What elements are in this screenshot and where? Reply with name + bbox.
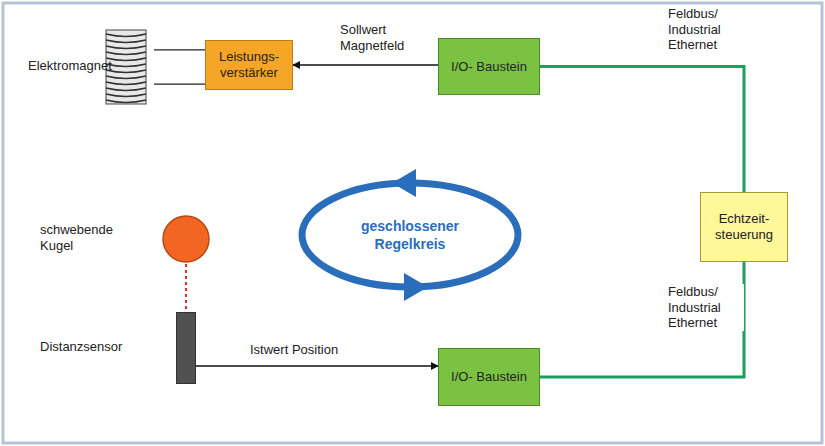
coil-winding — [106, 64, 146, 67]
connector — [540, 67, 744, 193]
signal-label: Istwert Position — [248, 342, 372, 358]
coil-winding — [106, 52, 146, 55]
coil-winding — [106, 88, 146, 91]
distance-sensor: Distanzsensor — [40, 312, 200, 384]
ball-circle — [163, 216, 209, 262]
box-label: I/O- Baustein — [444, 369, 534, 385]
coil-winding — [106, 76, 146, 79]
connector-line — [196, 365, 438, 366]
sensor-shape — [176, 312, 196, 384]
amplifier-box: Leistungs- verstärker — [205, 40, 293, 90]
box-label: Leistungs- verstärker — [211, 49, 287, 80]
coil-winding — [106, 34, 146, 37]
floating-ball: schwebende Kugel — [40, 212, 215, 266]
loop-arrowhead — [404, 273, 428, 301]
box-label: Echtzeit- steuerung — [706, 211, 782, 242]
coil-winding — [106, 40, 146, 43]
connector — [186, 264, 187, 312]
coil-symbol — [102, 28, 154, 106]
connector-line — [154, 49, 205, 50]
loop-label: geschlossener Regelkreis — [340, 218, 480, 253]
ball-shape — [161, 214, 211, 264]
coil-shape — [102, 28, 154, 106]
coil-winding — [106, 94, 146, 97]
coil-core — [106, 30, 146, 104]
loop-arrowhead — [392, 169, 416, 197]
connector-line — [540, 262, 744, 377]
sensor-symbol — [176, 312, 196, 384]
part-label: Elektromagnet — [28, 58, 98, 74]
loop-ellipse — [302, 183, 518, 287]
connector-line — [540, 67, 744, 193]
part-label: Distanzsensor — [40, 339, 140, 355]
controller-box: Echtzeit- steuerung — [700, 192, 788, 262]
coil-winding — [106, 100, 146, 103]
box-label: I/O- Baustein — [444, 59, 534, 75]
electromagnet: Elektromagnet — [28, 28, 155, 106]
coil-winding — [106, 82, 146, 85]
coil-winding — [106, 70, 146, 73]
connector-line — [293, 64, 438, 65]
part-label: schwebende Kugel — [40, 222, 122, 253]
io-module-box: I/O- Baustein — [438, 38, 540, 95]
connector — [196, 366, 438, 367]
signal-label: Feldbus/ Industrial Ethernet — [666, 284, 744, 331]
signal-label: Feldbus/ Industrial Ethernet — [666, 6, 744, 53]
connector — [540, 262, 744, 377]
connector-line — [185, 264, 187, 312]
signal-label: Sollwert Magnetfeld — [338, 22, 418, 53]
connector-line — [154, 84, 205, 85]
ball-symbol — [161, 214, 211, 264]
connector — [154, 50, 205, 84]
coil-winding — [106, 46, 146, 49]
coil-winding — [106, 58, 146, 61]
io-module-box: I/O- Baustein — [438, 348, 540, 406]
connector — [293, 65, 438, 66]
sensor-body — [177, 313, 196, 384]
outer-frame — [3, 3, 822, 443]
